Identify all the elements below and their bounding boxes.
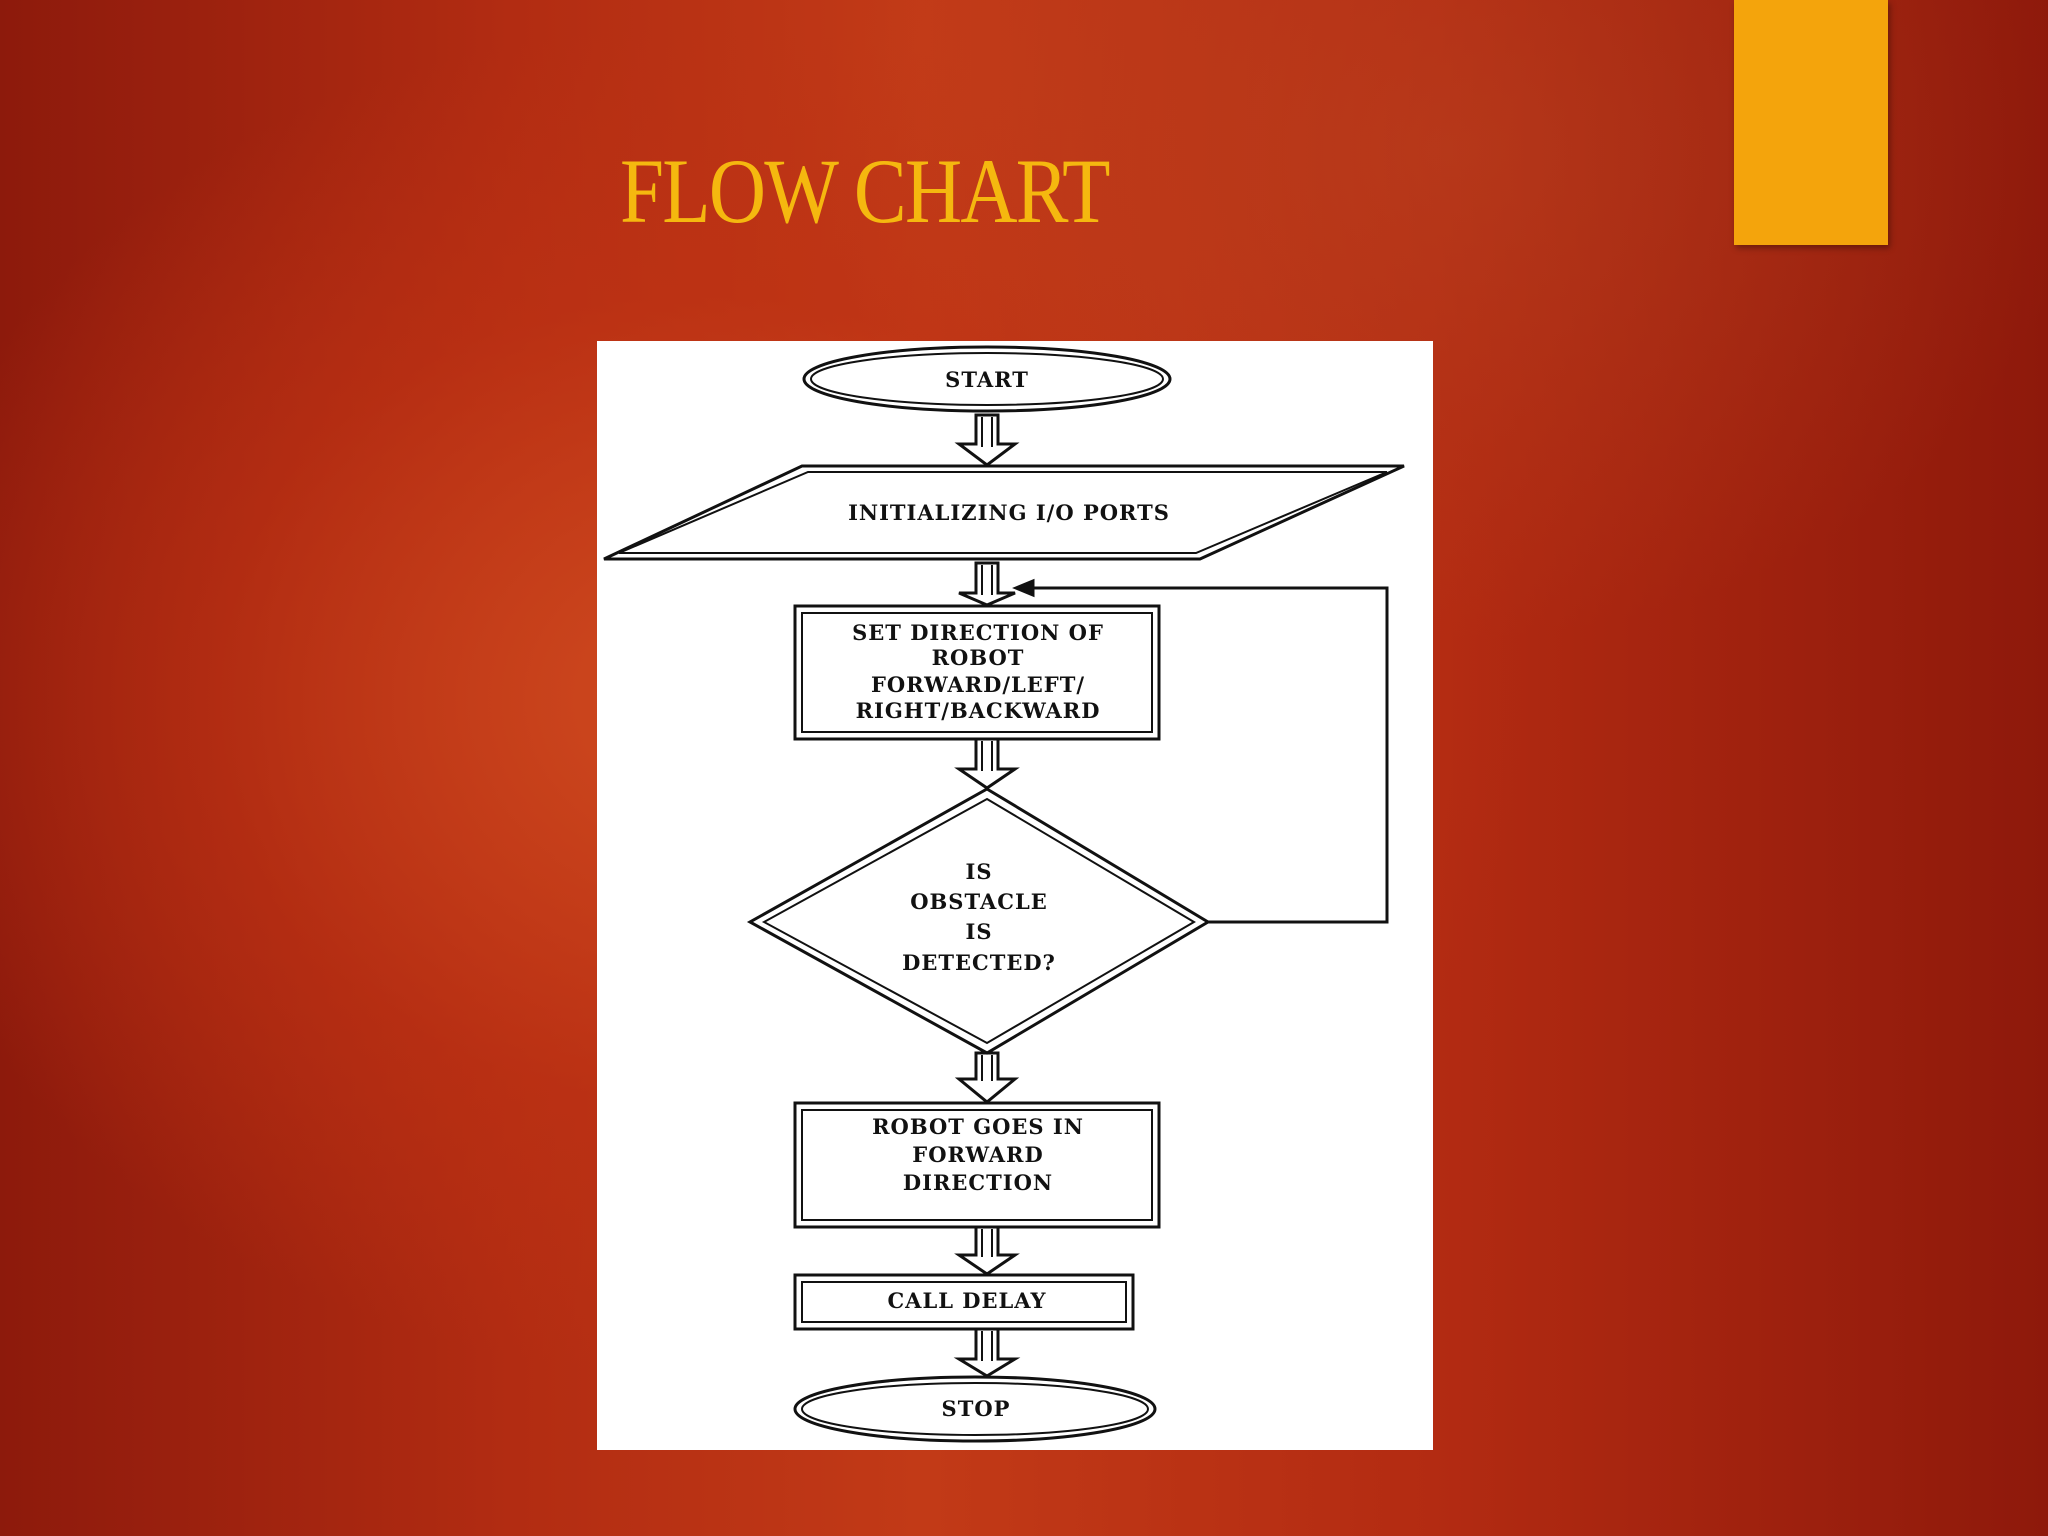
- slide-title: FLOW CHART: [620, 140, 1110, 242]
- set-direction-line-3: FORWARD/LEFT/: [871, 672, 1085, 697]
- arrow-start-to-init: [954, 413, 1020, 467]
- set-direction-line-4: RIGHT/BACKWARD: [856, 698, 1101, 723]
- arrow-init-to-set: [958, 561, 1016, 607]
- call-delay-label: CALL DELAY: [887, 1288, 1046, 1313]
- set-direction-line-1: SET DIRECTION OF: [852, 620, 1104, 645]
- arrow-forward-to-delay: [954, 1225, 1020, 1276]
- forward-line-3: DIRECTION: [903, 1170, 1053, 1195]
- arrow-decision-to-forward: [954, 1051, 1020, 1104]
- loop-back-line: [1016, 586, 1389, 924]
- arrow-start-to-init-inner: [981, 417, 993, 447]
- init-parallelogram: [603, 464, 1405, 561]
- start-terminator: [802, 345, 1172, 413]
- arrow-delay-to-stop: [953, 1327, 1021, 1378]
- forward-line-1: ROBOT GOES IN: [872, 1114, 1084, 1139]
- init-label: INITIALIZING I/O PORTS: [848, 500, 1170, 525]
- accent-tab: [1734, 0, 1888, 245]
- stop-label: STOP: [942, 1396, 1011, 1421]
- forward-line-2: FORWARD: [912, 1142, 1043, 1167]
- set-direction-line-2: ROBOT: [932, 645, 1025, 670]
- decision-line-2: OBSTACLE: [910, 889, 1047, 914]
- arrow-set-to-decision: [954, 737, 1020, 790]
- start-label: START: [945, 367, 1029, 392]
- decision-line-1: IS: [966, 859, 993, 884]
- flowchart-panel: START INITIALIZING I/O PORTS SET DIRECTI…: [597, 341, 1433, 1450]
- decision-line-4: DETECTED?: [902, 950, 1056, 975]
- stop-terminator: [793, 1375, 1157, 1443]
- decision-line-3: IS: [966, 919, 993, 944]
- call-delay-box: [793, 1273, 1135, 1331]
- flowchart-diagram: START INITIALIZING I/O PORTS SET DIRECTI…: [603, 345, 1405, 1443]
- loop-back-arrowhead: [1012, 578, 1035, 598]
